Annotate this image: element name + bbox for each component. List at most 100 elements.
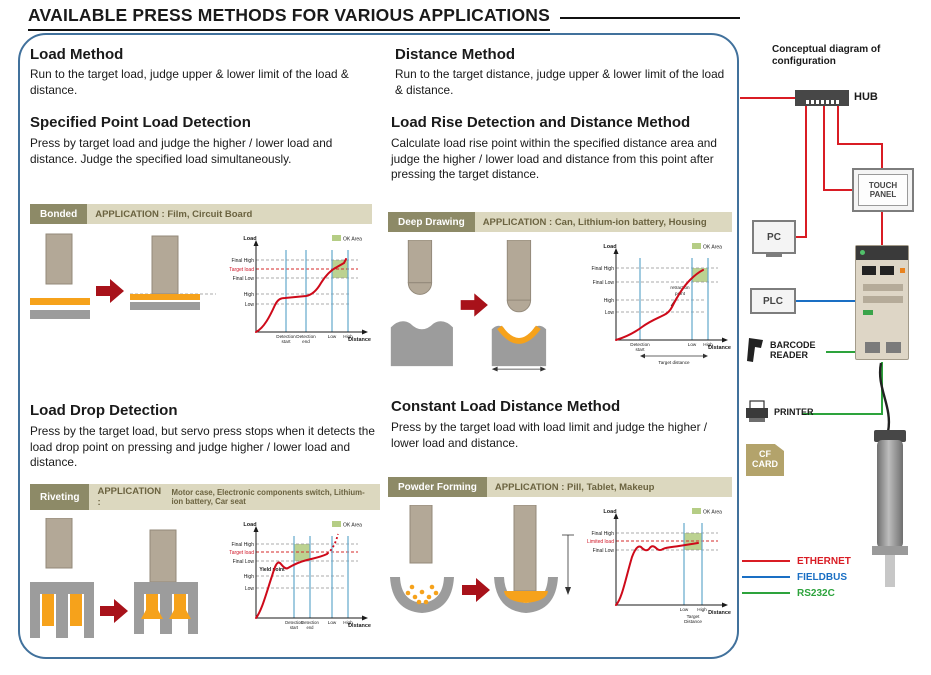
die-bowl-pressed bbox=[494, 577, 558, 613]
x-label-detection-start: Detection bbox=[630, 342, 650, 347]
application-label: APPLICATION : bbox=[97, 486, 162, 508]
rivet bbox=[42, 594, 54, 626]
ethernet-line bbox=[742, 560, 790, 562]
heading-load-method: Load Method bbox=[30, 46, 124, 63]
y-label-target-load: Target load bbox=[229, 550, 254, 556]
ok-area-label: OK Area bbox=[703, 510, 722, 516]
x-label-high: High bbox=[703, 342, 713, 347]
controller-connector-green bbox=[863, 310, 873, 315]
board-pressed bbox=[130, 302, 200, 310]
ok-area-swatch bbox=[332, 521, 341, 527]
printer: PRINTER bbox=[744, 400, 814, 424]
badge-deep-drawing: Deep Drawing bbox=[388, 212, 475, 232]
y-label-final-high: Final High bbox=[591, 531, 614, 537]
y-label-final-high: Final High bbox=[591, 266, 614, 272]
desc-load-method: Run to the target load, judge upper & lo… bbox=[30, 67, 349, 97]
hub-icon bbox=[795, 90, 849, 106]
servo-controller bbox=[855, 245, 909, 360]
ok-area-swatch bbox=[692, 508, 701, 514]
actuator-rod bbox=[885, 555, 895, 587]
hub-label: HUB bbox=[854, 91, 878, 103]
controller-port bbox=[865, 342, 880, 353]
barcode-reader: BARCODE READER bbox=[746, 336, 816, 364]
application-bar-deep-drawing: APPLICATION : Can, Lithium-ion battery, … bbox=[474, 212, 732, 232]
axis-distance: Distance bbox=[348, 337, 371, 343]
panel-powder-forming-body: OK Area Final High Limited load Final Lo… bbox=[388, 505, 732, 653]
svg-text:Distance: Distance bbox=[684, 619, 702, 624]
axis-distance: Distance bbox=[708, 345, 731, 351]
config-title: Conceptual diagram of configuration bbox=[772, 44, 881, 67]
x-label-low: Low bbox=[688, 342, 697, 347]
application-bar-bonded: APPLICATION : Film, Circuit Board bbox=[87, 204, 372, 224]
application-bar-powder-forming: APPLICATION : Pill, Tablet, Makeup bbox=[486, 477, 732, 497]
yield-point-label: Yield point bbox=[259, 567, 285, 573]
panel-riveting: Riveting APPLICATION : Motor case, Elect… bbox=[30, 484, 381, 658]
heading-specified-point: Specified Point Load Detection bbox=[30, 114, 251, 131]
svg-text:start: start bbox=[636, 347, 646, 352]
ok-area-label: OK Area bbox=[703, 245, 722, 251]
controller-top-band bbox=[856, 246, 908, 260]
desc-specified-point: Press by target load and judge the highe… bbox=[30, 136, 333, 166]
servo-press-actuator bbox=[868, 430, 914, 590]
ok-area-label: OK Area bbox=[343, 237, 362, 243]
x-label-low: Low bbox=[680, 607, 689, 612]
press-ram-down bbox=[513, 505, 537, 592]
press-ram bbox=[409, 505, 433, 564]
panel-deep-drawing: Deep Drawing APPLICATION : Can, Lithium-… bbox=[388, 212, 732, 372]
title-rule bbox=[560, 17, 740, 19]
y-label-high: High bbox=[244, 292, 255, 298]
panel-bonded-header: Bonded APPLICATION : Film, Circuit Board bbox=[30, 204, 372, 224]
page-title: AVAILABLE PRESS METHODS FOR VARIOUS APPL… bbox=[28, 5, 550, 31]
axis-distance: Distance bbox=[348, 623, 371, 629]
load-curve bbox=[615, 542, 699, 606]
x-label-high: High bbox=[343, 620, 353, 625]
printer-label: PRINTER bbox=[774, 406, 814, 417]
badge-riveting: Riveting bbox=[30, 484, 90, 510]
load-curve-projection bbox=[326, 533, 339, 555]
heading-load-drop: Load Drop Detection bbox=[30, 402, 178, 419]
load-curve bbox=[615, 269, 704, 341]
axis-load: Load bbox=[243, 522, 256, 528]
ok-area bbox=[692, 268, 708, 282]
barcode-reader-icon bbox=[747, 338, 763, 362]
x-label-detection-start: Detection bbox=[285, 620, 303, 625]
process-arrow-icon bbox=[462, 578, 490, 602]
process-arrow-icon bbox=[460, 293, 488, 317]
legend-fieldbus: FIELDBUS bbox=[742, 570, 847, 584]
axis-load: Load bbox=[603, 509, 616, 515]
desc-constant-load: Press by the target load with load limit… bbox=[391, 420, 708, 450]
svg-text:start: start bbox=[282, 339, 292, 344]
y-label-low: Low bbox=[605, 310, 615, 316]
press-ram-down bbox=[151, 235, 179, 295]
y-label-high: High bbox=[244, 574, 255, 580]
panel-deep-drawing-header: Deep Drawing APPLICATION : Can, Lithium-… bbox=[388, 212, 732, 232]
film-workpiece bbox=[30, 298, 90, 305]
load-curve bbox=[255, 258, 347, 333]
svg-text:start: start bbox=[290, 625, 299, 630]
desc-distance-method: Run to the target distance, judge upper … bbox=[395, 67, 725, 97]
riveting-graph: OK Area Final High Target load Final Low… bbox=[229, 521, 371, 630]
target-distance-label: Target distance bbox=[658, 360, 690, 365]
die bbox=[390, 321, 453, 367]
die-bowl bbox=[390, 577, 454, 613]
rivet bbox=[70, 594, 82, 626]
y-label-low: Low bbox=[245, 586, 255, 592]
y-label-final-low: Final Low bbox=[233, 276, 255, 282]
heading-constant-load: Constant Load Distance Method bbox=[391, 398, 621, 415]
ok-area-swatch bbox=[692, 243, 701, 249]
x-label-low: Low bbox=[328, 334, 337, 339]
ok-area bbox=[332, 260, 348, 278]
y-label-low: Low bbox=[245, 302, 255, 308]
controller-port bbox=[886, 342, 901, 353]
configuration-diagram: Conceptual diagram of configuration HUB … bbox=[740, 40, 931, 672]
bonded-graph: OK Area Final High Target load Final Low… bbox=[229, 235, 371, 344]
badge-powder-forming: Powder Forming bbox=[388, 477, 487, 497]
plc-icon: PLC bbox=[750, 288, 796, 314]
controller-slot bbox=[863, 284, 903, 291]
axis-load: Load bbox=[243, 236, 256, 242]
film-pressed bbox=[130, 294, 200, 300]
press-ram bbox=[45, 518, 73, 569]
bonded-press-diagram bbox=[30, 233, 216, 319]
press-ram bbox=[45, 233, 73, 285]
